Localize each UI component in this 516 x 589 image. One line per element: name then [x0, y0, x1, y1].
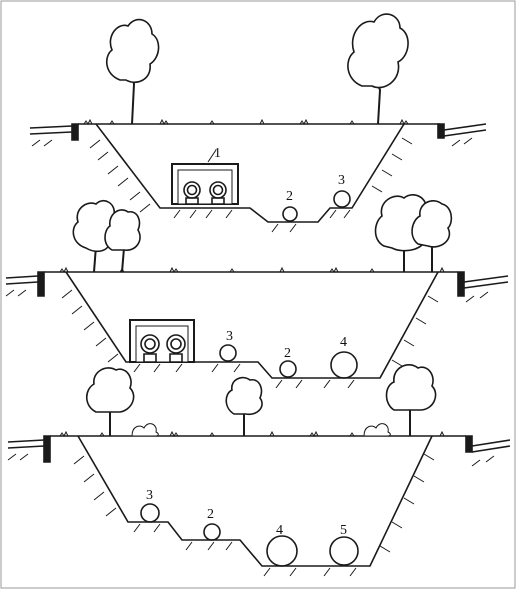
- pipe-gallery-box: [172, 164, 238, 204]
- pipe-2: [204, 524, 220, 540]
- leader-line: [208, 150, 216, 162]
- outer-ground-left: [30, 126, 72, 134]
- slope-hatching: [8, 454, 494, 576]
- label-pipe: 2: [286, 189, 293, 204]
- section-middle: [6, 195, 508, 388]
- label-pipe: 3: [338, 173, 345, 188]
- section-top: [30, 14, 486, 232]
- tree-icon: [348, 14, 408, 124]
- curb-right: [438, 124, 444, 138]
- trench-profile: [78, 436, 432, 566]
- slope-hatching: [6, 290, 488, 388]
- pipe-gallery-box: [130, 320, 194, 362]
- grass: [84, 120, 408, 124]
- label-pipe: 3: [226, 329, 233, 344]
- outer-ground-right: [472, 440, 510, 452]
- pipe-3: [220, 345, 236, 361]
- trench-profile: [96, 124, 404, 222]
- curb-left: [72, 124, 78, 140]
- pipe-4: [267, 536, 297, 566]
- outer-ground-right: [464, 276, 508, 288]
- curb-left: [44, 436, 50, 462]
- label-pipe: 5: [340, 523, 347, 538]
- tree-icon: [226, 378, 262, 436]
- label-pipe-gallery: 1: [214, 146, 221, 161]
- section-bottom: [8, 365, 510, 576]
- outer-ground-left: [8, 440, 44, 448]
- label-pipe: 2: [207, 507, 214, 522]
- label-pipe: 2: [284, 346, 291, 361]
- curb-left: [38, 272, 44, 296]
- curb-right: [458, 272, 464, 296]
- outer-ground-right: [444, 124, 486, 136]
- pipe-3: [334, 191, 350, 207]
- pipe-2: [283, 207, 297, 221]
- tree-icon: [87, 368, 134, 436]
- slope-hatching: [32, 138, 472, 232]
- tree-icon: [376, 195, 452, 272]
- curb-right: [466, 436, 472, 452]
- shrub-icon: [132, 424, 158, 436]
- label-pipe: 4: [276, 523, 283, 538]
- tree-icon: [107, 20, 159, 124]
- pipe-4: [331, 352, 357, 378]
- grass: [60, 432, 444, 436]
- outer-ground-left: [6, 276, 38, 284]
- tree-icon: [105, 210, 140, 272]
- trench-profile: [66, 272, 438, 378]
- pipe-5: [330, 537, 358, 565]
- shrub-icon: [364, 424, 390, 436]
- label-pipe: 3: [146, 488, 153, 503]
- labels: 1 2 3 3 2 4 3 2 4 5: [146, 146, 347, 538]
- pipe-2: [280, 361, 296, 377]
- tree-icon: [387, 365, 436, 436]
- pipe-3: [141, 504, 159, 522]
- label-pipe: 4: [340, 335, 347, 350]
